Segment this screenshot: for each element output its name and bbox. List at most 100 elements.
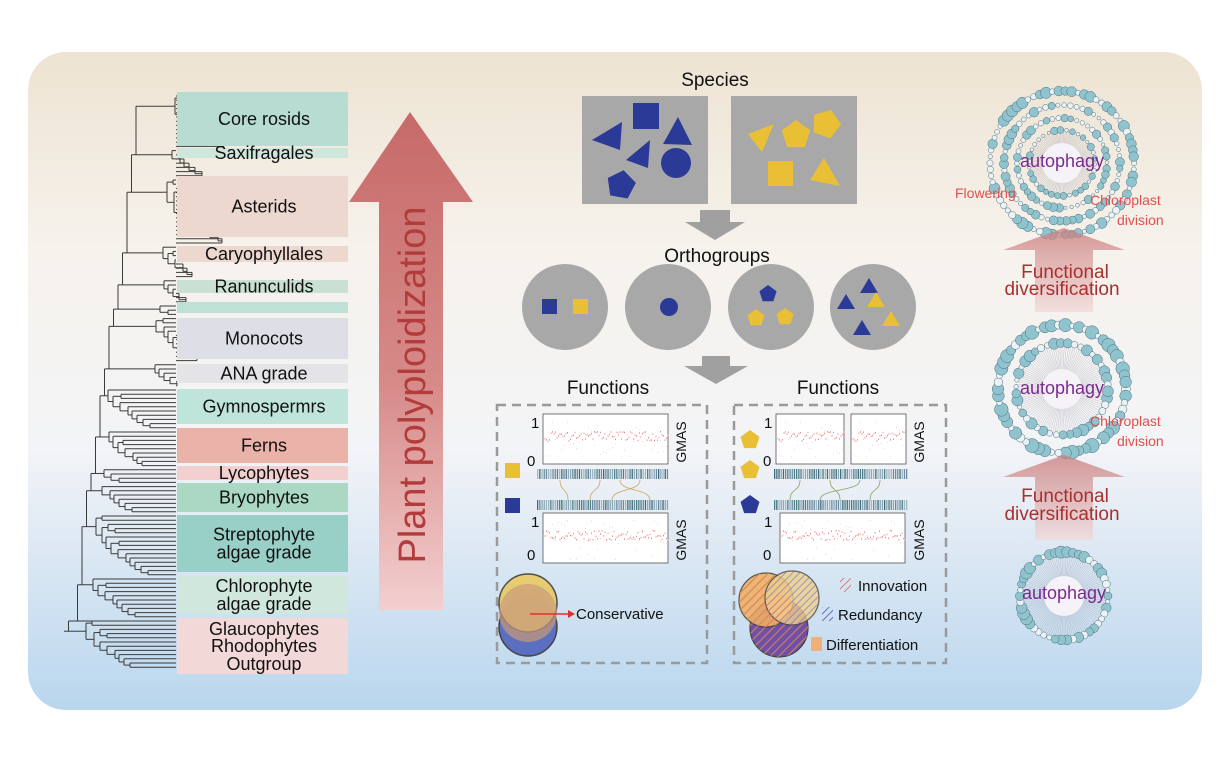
synteny-bar (782, 469, 785, 479)
synteny-bar (600, 500, 603, 510)
division-label-mid: division (1117, 433, 1164, 449)
synteny-link (829, 479, 841, 501)
network-node (1075, 132, 1081, 137)
synteny-bar (559, 500, 561, 510)
synteny-bar (888, 500, 890, 510)
network-node (1083, 195, 1093, 204)
network-node (986, 166, 994, 173)
synteny-bar (815, 500, 818, 510)
network-node (1067, 192, 1072, 198)
network-node (1126, 176, 1137, 188)
axis-tick-1: 1 (531, 415, 539, 432)
network-node (1086, 143, 1095, 151)
synteny-bar (796, 469, 798, 479)
network-node (993, 377, 1003, 387)
network-node (994, 129, 1000, 135)
network-node (1092, 96, 1100, 103)
network-node (1037, 184, 1045, 193)
synteny-bar (884, 500, 886, 510)
synteny-bar (618, 500, 620, 510)
network-node (1101, 400, 1110, 409)
orthogroup-circle (522, 264, 608, 350)
taxon-band (177, 176, 348, 237)
synteny-bar (662, 469, 664, 479)
synteny-bar (846, 469, 848, 479)
synteny-bar (664, 500, 666, 510)
network-node (1024, 96, 1031, 103)
synteny-bar (793, 500, 796, 510)
synteny-bar (820, 469, 822, 479)
taxon-label: Monocots (225, 329, 303, 349)
synteny-bar (625, 500, 627, 510)
synteny-bar (802, 469, 804, 479)
synteny-bar (554, 500, 556, 510)
synteny-bar (780, 500, 782, 510)
network-node (1027, 170, 1035, 177)
synteny-bar (829, 500, 831, 510)
orthogroups-title: Orthogroups (664, 246, 770, 267)
taxon-label: algae grade (216, 594, 311, 614)
network-node (1000, 171, 1011, 182)
synteny-bar (614, 500, 616, 510)
synteny-bar (662, 500, 664, 510)
synteny-bar (664, 469, 666, 479)
network-node (1014, 160, 1020, 167)
synteny-bar (824, 469, 826, 479)
synteny-bar (776, 500, 778, 510)
synteny-bar (842, 469, 844, 479)
square-icon (505, 463, 520, 478)
synteny-bar (857, 469, 859, 479)
synteny-bar (842, 500, 844, 510)
network-node (1036, 227, 1044, 236)
synteny-link (559, 479, 569, 501)
synteny-bar (651, 500, 653, 510)
synteny-bar (541, 500, 543, 510)
network-node (1067, 115, 1074, 123)
synteny-bar (789, 469, 791, 479)
synteny-bar (864, 469, 866, 479)
network-node (1113, 140, 1120, 147)
synteny-bar (886, 500, 888, 510)
functional-arrow-2: Functional diversification (1003, 455, 1125, 540)
synteny-bar (649, 500, 651, 510)
synteny-bar (627, 469, 629, 479)
synteny-bar (906, 500, 908, 510)
taxon-label: Outgroup (226, 654, 301, 674)
synteny-bar (862, 469, 864, 479)
network-node (1055, 115, 1062, 122)
network-node (1088, 172, 1096, 180)
synteny-bar (603, 469, 605, 479)
species-shapes (592, 103, 841, 199)
synteny-bar (853, 469, 855, 479)
network-node (1097, 136, 1103, 142)
synteny-bar (859, 469, 862, 479)
synteny-bar (791, 500, 793, 510)
synteny-bar (653, 469, 655, 479)
network-node (1013, 384, 1019, 390)
down-arrow-1 (685, 210, 745, 240)
synteny-bar (653, 500, 655, 510)
network-node (1015, 148, 1022, 155)
triangle-icon (837, 294, 855, 309)
polyploidization-arrow: Plant polyploidization (349, 112, 473, 610)
square-icon (633, 103, 659, 129)
synteny-bar (660, 469, 662, 479)
network-node (986, 159, 994, 167)
network-node (1112, 206, 1121, 215)
functions-left-title: Functions (567, 378, 649, 399)
synteny-link (619, 479, 651, 501)
synteny-bar (548, 500, 550, 510)
synteny-bar (616, 469, 618, 479)
synteny-bar (785, 500, 787, 510)
synteny-bar (649, 469, 651, 479)
network-node (1062, 338, 1073, 349)
synteny-bar (603, 500, 605, 510)
synteny-bar (644, 500, 647, 510)
synteny-bar (846, 500, 848, 510)
synteny-bar (881, 500, 884, 510)
network-node (1063, 205, 1068, 210)
synteny-bar (804, 469, 807, 479)
network-node (1093, 162, 1097, 167)
network-node (1083, 106, 1093, 116)
autophagy-label-bottom: autophagy (1022, 583, 1106, 603)
